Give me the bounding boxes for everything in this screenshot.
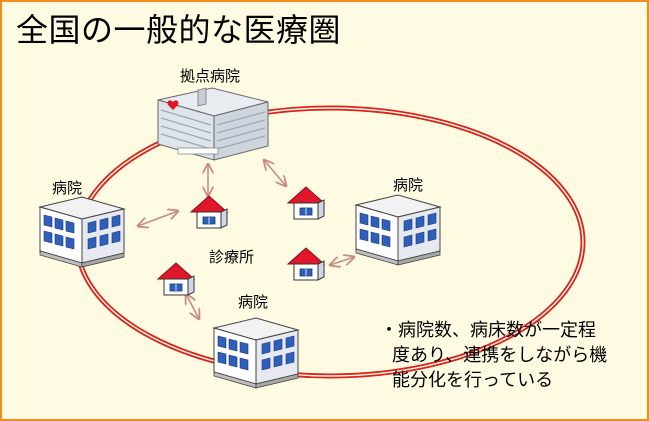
hospital-left-label: 病院 (52, 179, 83, 197)
hub-hospital-icon (157, 87, 269, 161)
hospital-bottom-label: 病院 (238, 293, 269, 311)
clinic-icon (287, 186, 325, 220)
note-line-1: ・病院数、病床数が一定程 (380, 320, 596, 341)
cooperation-arrows (138, 160, 354, 319)
arrow-hospital-left-clinic (138, 211, 178, 226)
hub-hospital-label: 拠点病院 (180, 67, 241, 85)
note-line-3: 能分化を行っている (392, 370, 554, 391)
description-note: ・病院数、病床数が一定程 度あり、連携をしながら機 能分化を行っている (380, 318, 647, 393)
hospital-right-label: 病院 (393, 176, 424, 194)
hospital-bottom-icon (213, 317, 299, 389)
page-title: 全国の一般的な医療圏 (16, 11, 342, 49)
hospital-left-icon (39, 196, 125, 268)
arrow-hospital-bottom-clinic (186, 294, 199, 319)
hospital-right-icon (355, 194, 441, 266)
note-line-2: 度あり、連携をしながら機 (392, 345, 608, 366)
clinic-icon (287, 247, 325, 281)
clinic-icon (157, 262, 195, 296)
clinics-label: 診療所 (209, 248, 255, 266)
clinic-icon (190, 195, 228, 229)
arrow-hospital-right-clinic (330, 257, 354, 265)
arrow-hub-clinic-right (264, 160, 286, 186)
